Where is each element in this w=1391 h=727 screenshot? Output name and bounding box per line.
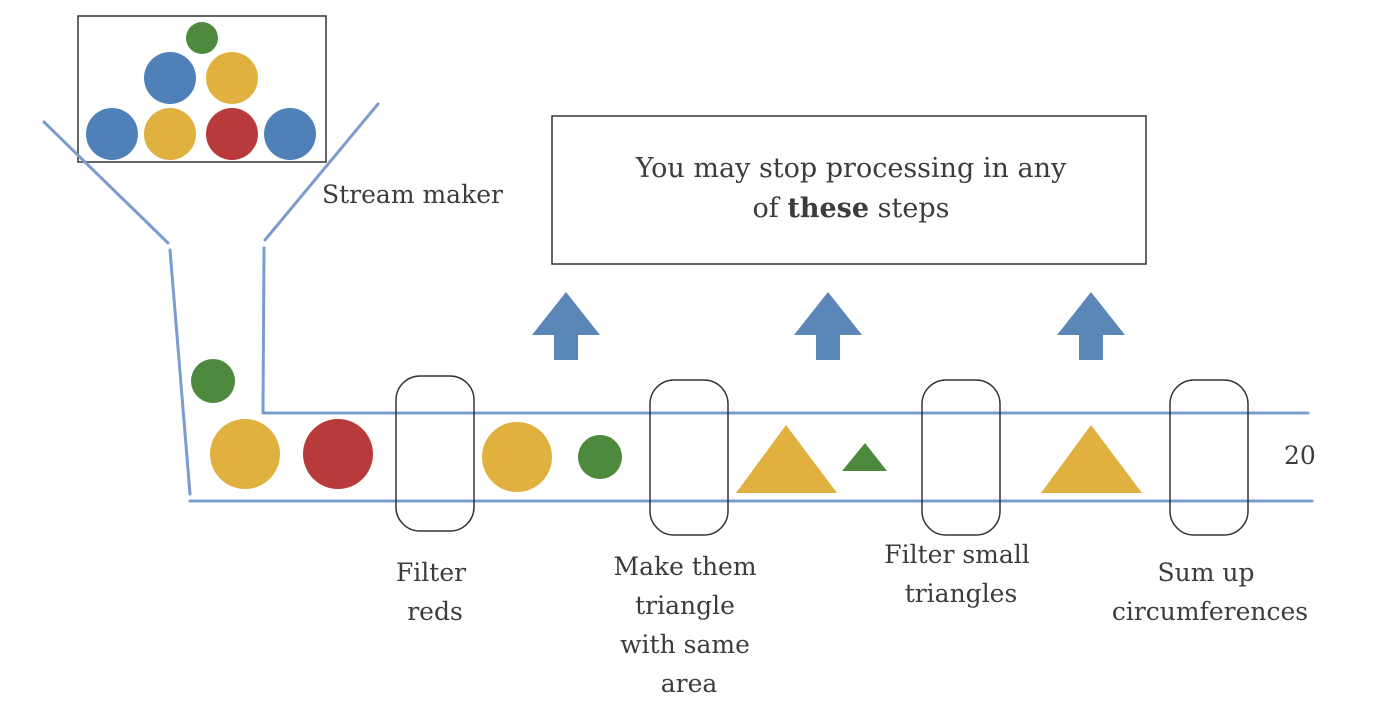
result-value: 20 [1284, 441, 1316, 470]
source-ball-blue [144, 52, 196, 104]
stream-ball-yellow [482, 422, 552, 492]
step-label-filter-reds: Filter reds [396, 558, 474, 626]
source-ball-blue [264, 108, 316, 160]
step-gate-make-triangle [649, 379, 729, 536]
step-label-make-triangle: Make them triangle with same area [614, 552, 765, 698]
stream-source-box [77, 15, 327, 163]
source-ball-green [186, 22, 218, 54]
up-arrow-icon [532, 292, 600, 360]
stream-triangle-large [736, 425, 837, 493]
stream-ball-yellow [210, 419, 280, 489]
callout-line-2: of these steps [753, 193, 950, 224]
stream-ball-green [578, 435, 622, 479]
falling-ball-green [191, 359, 235, 403]
callout-box [551, 115, 1147, 265]
stream-triangle-small [842, 443, 887, 471]
up-arrow-icon [1057, 292, 1125, 360]
source-ball-red [206, 108, 258, 160]
source-ball-blue [86, 108, 138, 160]
source-ball-yellow [144, 108, 196, 160]
stream-maker-label: Stream maker [322, 180, 503, 209]
stream-ball-red [303, 419, 373, 489]
callout-line-1: You may stop processing in any [635, 153, 1067, 184]
step-label-sum-up: Sum up circumferences [1112, 558, 1308, 626]
step-label-filter-small: Filter small triangles [884, 540, 1037, 608]
stream-pipe [188, 411, 1314, 503]
source-ball-yellow [206, 52, 258, 104]
up-arrow-icon [794, 292, 862, 360]
funnel [42, 102, 380, 496]
step-gate-filter-small [921, 379, 1001, 536]
step-gate-filter-reds [395, 375, 475, 532]
stream-triangle-large [1041, 425, 1142, 493]
step-gate-sum-up [1169, 379, 1249, 536]
